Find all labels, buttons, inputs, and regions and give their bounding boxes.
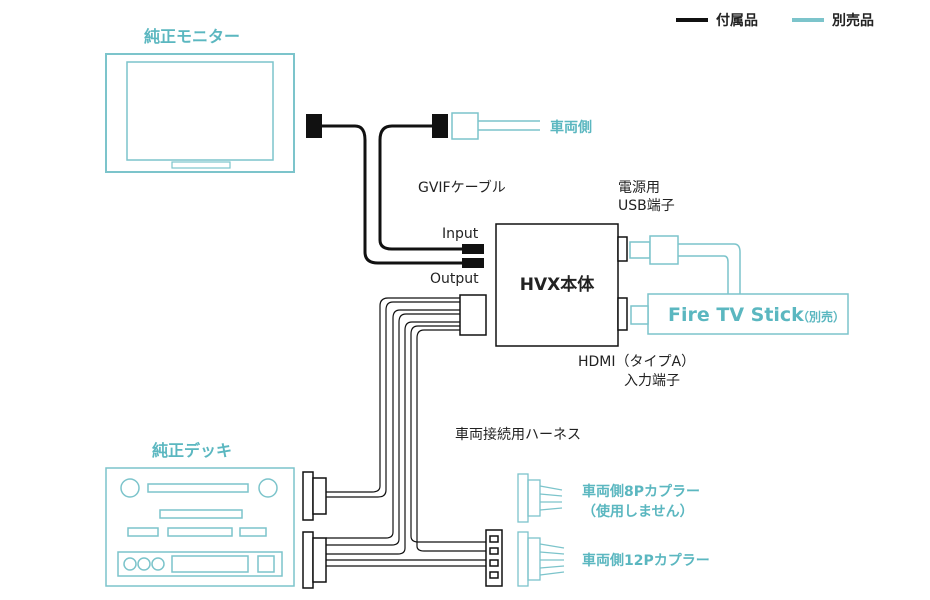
harness-label: 車両接続用ハーネス [455,426,581,443]
hdmi-port [617,297,628,331]
gvif-cable-label: GVIFケーブル [418,179,506,196]
gvif-plug-output [462,258,484,268]
hdmi-port-label-2: 入力端子 [624,373,680,389]
gvif-plug-input [462,244,484,254]
vehicle-8p-coupler: 車両側8Pカプラー （使用しません） [517,473,700,523]
output-connector [459,294,487,336]
stock-monitor: 純正モニター [105,27,295,173]
usb-port [617,236,628,262]
usb-power-cable [629,235,741,296]
monitor-frame [105,53,295,173]
deck-title: 純正デッキ [152,441,232,460]
hvx-unit: HVX本体 [495,223,628,347]
coupler-8p-label-1: 車両側8Pカプラー [582,483,700,500]
gvif-connector-car [432,114,448,138]
coupler-8p-label-2: （使用しません） [582,503,694,520]
deck-connectors [302,471,327,589]
legend: 付属品 別売品 [676,12,874,29]
vehicle-12p-coupler: 車両側12Pカプラー [517,531,710,587]
monitor-screen [126,61,274,161]
legend-sold-separately-label: 別売品 [831,12,874,29]
fire-tv-note: （別売） [797,309,845,324]
legend-included-label: 付属品 [716,12,758,29]
usb-port-label-1: 電源用 [618,180,660,196]
hdmi-port-label-1: HDMI（タイプA） [578,354,695,370]
stock-deck: 純正デッキ [105,441,295,587]
hvx-label: HVX本体 [520,274,595,295]
fire-tv-stick: Fire TV Stick （別売） [630,293,849,335]
vehicle-harness [326,297,486,567]
gvif-cable [306,114,484,268]
gvif-connector-monitor [306,114,322,138]
car-side-connector: 車両側 [451,112,592,140]
output-label: Output [430,271,479,287]
usb-port-label-2: USB端子 [618,198,675,214]
input-label: Input [442,226,479,242]
car-side-label: 車両側 [550,119,592,136]
monitor-base [171,161,231,169]
monitor-title: 純正モニター [144,27,240,46]
fire-tv-name: Fire TV Stick [668,304,804,326]
harness-12p-connector [485,529,503,587]
coupler-12p-label: 車両側12Pカプラー [582,552,710,569]
